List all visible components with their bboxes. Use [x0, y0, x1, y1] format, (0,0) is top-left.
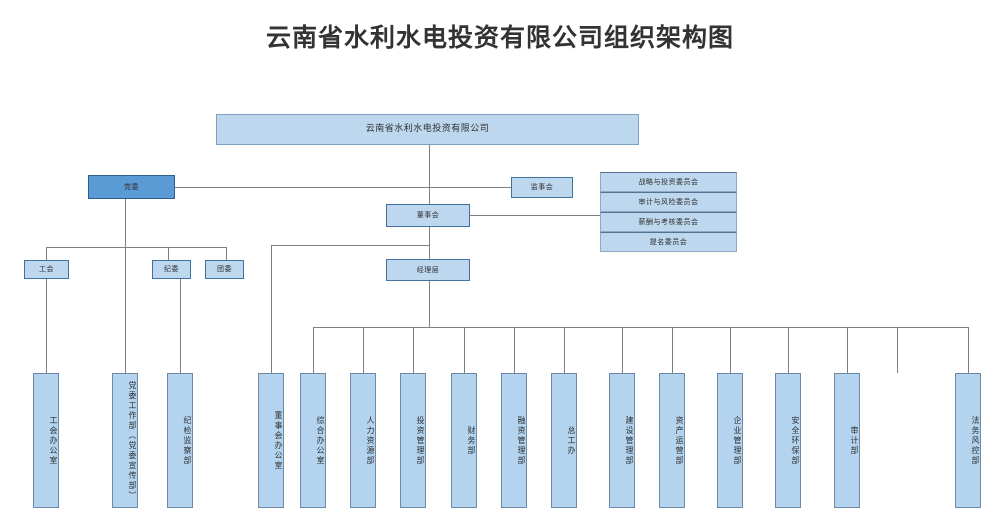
connector-dept-stem-3: [413, 327, 414, 373]
node-committee-strategy-investment[interactable]: 战略与投资委员会: [600, 172, 737, 192]
connector-department-bus: [313, 327, 968, 328]
node-dept-board-office[interactable]: 董事会办公室: [258, 373, 284, 508]
connector-dept-stem-8: [672, 327, 673, 373]
node-dept-chief-engineer-office[interactable]: 总工办: [551, 373, 577, 508]
node-labor-union[interactable]: 工会: [24, 260, 69, 279]
connector-dept-stem-6: [564, 327, 565, 373]
node-youth-league[interactable]: 团委: [205, 260, 244, 279]
page-title: 云南省水利水电投资有限公司组织架构图: [265, 23, 734, 52]
connector-management-stem: [429, 281, 430, 327]
connector-party-bus: [125, 247, 226, 248]
connector-party-to-youth: [226, 247, 227, 261]
connector-board-to-committees: [470, 215, 600, 216]
connector-dept-stem-11: [847, 327, 848, 373]
node-dept-human-resources[interactable]: 人力资源部: [350, 373, 376, 508]
connector-union-stem: [46, 247, 47, 261]
connector-union-bus: [46, 247, 125, 248]
node-committee-compensation-appraisal[interactable]: 薪酬与考核委员会: [600, 212, 737, 232]
connector-dept-stem-13: [968, 327, 969, 373]
connector-party-stem: [125, 199, 126, 247]
node-dept-financing-management[interactable]: 融资管理部: [501, 373, 527, 508]
node-dept-finance[interactable]: 财务部: [451, 373, 477, 508]
node-dept-enterprise-management[interactable]: 企业管理部: [717, 373, 743, 508]
connector-boardoffice-bus: [271, 245, 430, 246]
node-dept-construction-management[interactable]: 建设管理部: [609, 373, 635, 508]
node-dept-asset-operation[interactable]: 资产运营部: [659, 373, 685, 508]
node-dept-party-work-propaganda[interactable]: 党委工作部（党委宣传部）: [112, 373, 138, 508]
connector-dept-stem-7: [622, 327, 623, 373]
connector-party-to-discipline: [168, 247, 169, 261]
node-dept-safety-environment[interactable]: 安全环保部: [775, 373, 801, 508]
node-committee-nomination[interactable]: 提名委员会: [600, 232, 737, 252]
node-dept-union-office[interactable]: 工会办公室: [33, 373, 59, 508]
node-dept-investment-management[interactable]: 投资管理部: [400, 373, 426, 508]
node-party-committee[interactable]: 党委: [88, 175, 175, 199]
connector-party-to-propaganda: [125, 247, 126, 373]
node-root[interactable]: 云南省水利水电投资有限公司: [216, 114, 639, 145]
connector-root-stem: [429, 145, 430, 204]
connector-discipline-to-dept: [180, 279, 181, 373]
node-dept-discipline-inspection[interactable]: 纪检监察部: [167, 373, 193, 508]
connector-dept-stem-9: [730, 327, 731, 373]
node-management[interactable]: 经理层: [386, 259, 470, 281]
node-discipline-committee[interactable]: 纪委: [152, 260, 191, 279]
node-dept-general-office[interactable]: 综合办公室: [300, 373, 326, 508]
node-board-of-supervisors[interactable]: 监事会: [511, 177, 573, 198]
connector-dept-stem-10: [788, 327, 789, 373]
connector-dept-stem-4: [464, 327, 465, 373]
connector-union-to-office: [46, 279, 47, 373]
connector-top-bus: [175, 187, 512, 188]
node-dept-audit[interactable]: 审计部: [834, 373, 860, 508]
connector-board-to-management: [429, 227, 430, 260]
connector-dept-stem-12: [897, 327, 898, 373]
node-dept-legal-risk-control[interactable]: 法务风控部: [955, 373, 981, 508]
connector-boardoffice-stem: [271, 245, 272, 373]
connector-dept-stem-2: [363, 327, 364, 373]
connector-dept-stem-5: [514, 327, 515, 373]
node-board-of-directors[interactable]: 董事会: [386, 204, 470, 227]
node-committee-audit-risk[interactable]: 审计与风险委员会: [600, 192, 737, 212]
connector-dept-stem-1: [313, 327, 314, 373]
